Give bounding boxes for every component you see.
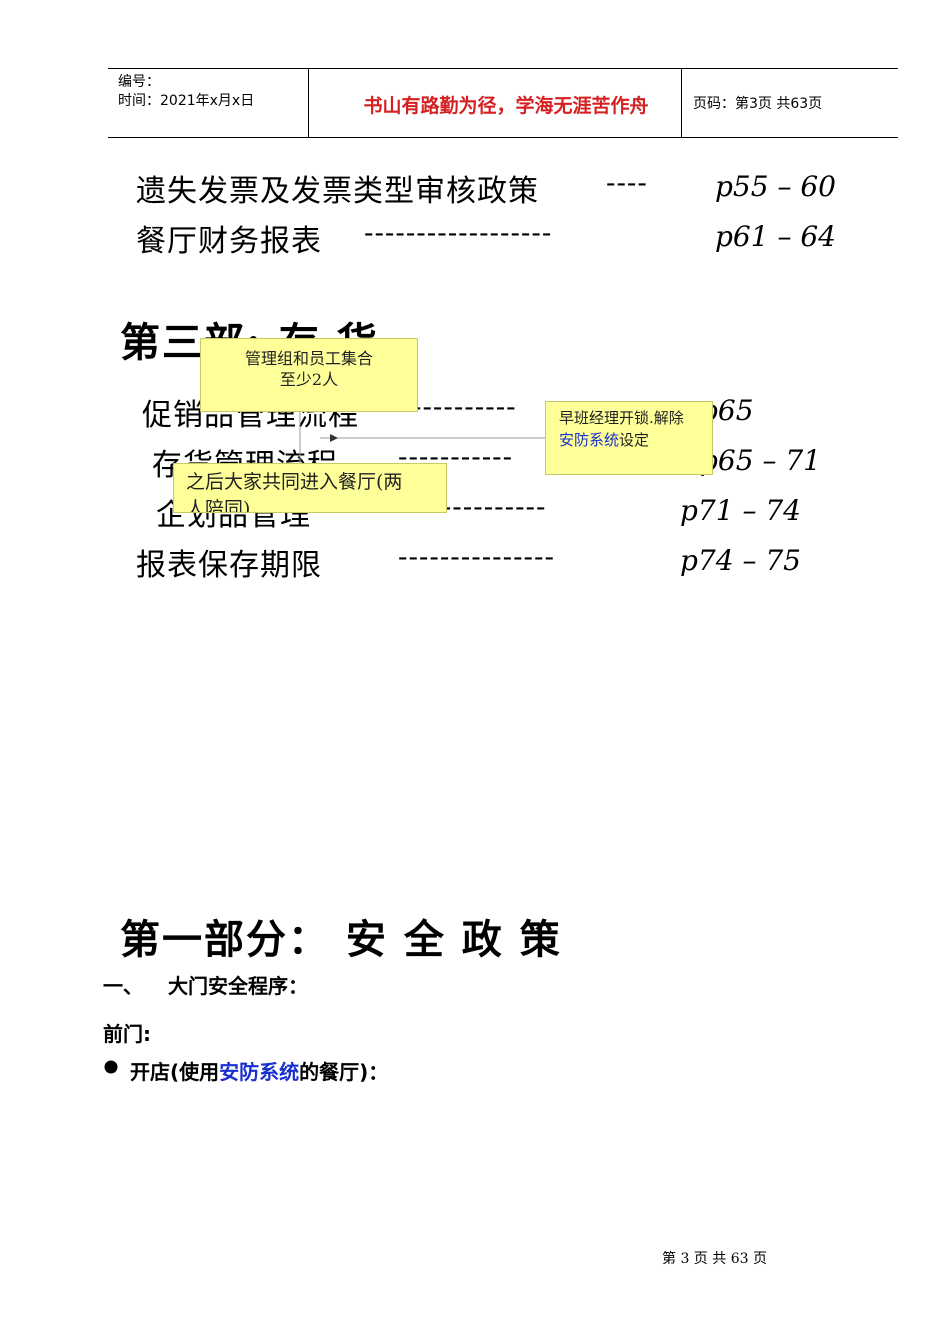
toc-item-pages: p71 – 74 bbox=[680, 494, 801, 527]
toc-item-title: 报表保存期限 bbox=[136, 548, 322, 583]
bullet-icon bbox=[103, 1058, 119, 1074]
callout-text: 早班经理开锁.解除 bbox=[559, 409, 684, 427]
header-page-info: 页码：第3页 共63页 bbox=[693, 96, 823, 112]
bullet-text: 开店(使用 bbox=[130, 1060, 220, 1084]
callout-text: 管理组和员工集合 bbox=[244, 349, 373, 368]
page-header: 编号： 时间：2021年x月x日 书山有路勤为径，学海无涯苦作舟 页码：第3页 … bbox=[108, 68, 898, 138]
header-motto: 书山有路勤为径，学海无涯苦作舟 bbox=[363, 95, 649, 117]
callout-text: 之后大家共同进入餐厅(两 bbox=[186, 471, 403, 493]
toc-item-dashes: --------------- bbox=[398, 540, 555, 573]
toc-item-title: 遗失发票及发票类型审核政策 bbox=[136, 174, 539, 209]
time-label: 时间：2021年x月x日 bbox=[118, 93, 255, 109]
comment-callout: 管理组和员工集合 至少2人 bbox=[200, 338, 418, 412]
section-heading: 第一部分： 安 全 政 策 bbox=[120, 916, 562, 963]
callout-text: 至少2人 bbox=[279, 370, 339, 389]
bullet-item: 开店(使用安防系统的餐厅)： bbox=[130, 1056, 388, 1085]
comment-callout: 之后大家共同进入餐厅(两 人陪同) bbox=[173, 463, 447, 513]
toc-item-title: 餐厅财务报表 bbox=[136, 224, 322, 259]
header-divider bbox=[681, 69, 682, 137]
callout-text: 人陪同) bbox=[186, 498, 251, 513]
header-divider bbox=[308, 69, 309, 137]
security-system-link[interactable]: 安防系统 bbox=[219, 1060, 300, 1084]
toc-item-pages: p55 – 60 bbox=[715, 170, 836, 203]
toc-item-pages: p74 – 75 bbox=[680, 544, 801, 577]
subsection-number: 一、 bbox=[103, 974, 143, 998]
security-system-link[interactable]: 安防系统 bbox=[559, 431, 620, 449]
comment-callout: 早班经理开锁.解除 安防系统设定 bbox=[545, 401, 713, 475]
front-door-label: 前门: bbox=[103, 1022, 151, 1046]
bullet-text: 的餐厅)： bbox=[299, 1060, 389, 1084]
toc-item-pages: p61 – 64 bbox=[715, 220, 836, 253]
page-footer: 第 3 页 共 63 页 bbox=[662, 1251, 767, 1267]
header-meta: 编号： 时间：2021年x月x日 bbox=[118, 73, 254, 111]
serial-label: 编号： bbox=[118, 74, 160, 90]
subsection-title: 大门安全程序： bbox=[168, 974, 308, 998]
toc-item-dashes: ---------- bbox=[412, 390, 517, 423]
callout-text: 设定 bbox=[619, 431, 650, 449]
toc-item-dashes: ---- bbox=[606, 166, 648, 199]
toc-item-dashes: ------------------ bbox=[364, 216, 553, 249]
toc-item-pages: p65 – 71 bbox=[700, 444, 821, 477]
callout-text-line: 安防系统设定 bbox=[559, 429, 712, 451]
